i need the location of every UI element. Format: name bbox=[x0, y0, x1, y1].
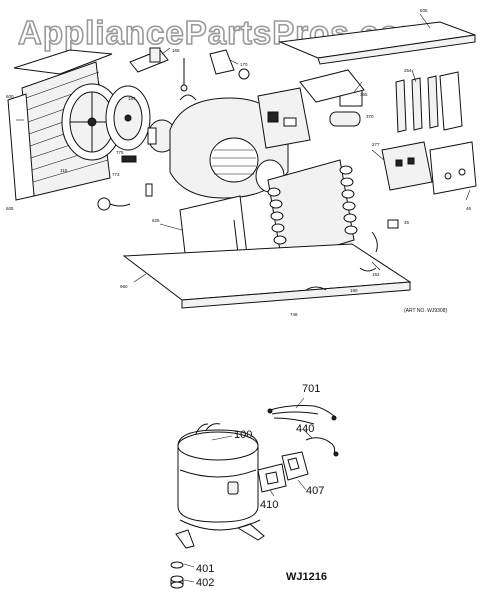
svg-text:152: 152 bbox=[372, 272, 380, 277]
compressor-foot-left bbox=[175, 529, 195, 549]
svg-text:46: 46 bbox=[466, 206, 472, 211]
clip-right bbox=[359, 267, 377, 272]
callout-401: 401 bbox=[196, 563, 214, 575]
compressor-seam bbox=[179, 469, 257, 478]
svg-text:165: 165 bbox=[172, 48, 180, 53]
svg-text:775: 775 bbox=[116, 150, 124, 155]
cabinet-top-edge bbox=[317, 34, 476, 65]
terminal-cover bbox=[257, 463, 287, 493]
leader-lines bbox=[16, 13, 471, 283]
front-top-panel bbox=[13, 49, 113, 75]
figure-id: WJ1216 bbox=[286, 571, 327, 583]
spring-clip bbox=[179, 94, 197, 101]
evaporator-coil bbox=[267, 159, 355, 263]
compressor-top bbox=[177, 431, 259, 461]
mount-spacer bbox=[170, 575, 184, 583]
svg-text:110: 110 bbox=[60, 168, 68, 173]
svg-text:605: 605 bbox=[6, 206, 14, 211]
callout-100: 100 bbox=[234, 429, 252, 441]
right-bracket-bars bbox=[395, 75, 439, 133]
switch-panel bbox=[381, 141, 433, 191]
svg-text:600: 600 bbox=[6, 94, 14, 99]
bracket-clip bbox=[149, 47, 161, 63]
fan-hub bbox=[87, 117, 97, 127]
control-cover bbox=[299, 69, 365, 103]
svg-text:377: 377 bbox=[372, 142, 380, 147]
motor-mount-bracket bbox=[129, 49, 169, 73]
svg-text:605: 605 bbox=[420, 8, 428, 13]
overload-lead bbox=[305, 437, 336, 455]
base-pan-rim bbox=[181, 281, 411, 309]
control-knob-2 bbox=[458, 168, 466, 176]
svg-text:190: 190 bbox=[350, 288, 358, 293]
svg-text:254: 254 bbox=[404, 68, 412, 73]
svg-text:773: 773 bbox=[112, 172, 120, 177]
svg-text:370: 370 bbox=[366, 114, 374, 119]
wire-harness bbox=[269, 405, 335, 417]
discharge-tube bbox=[205, 423, 221, 431]
right-side-panel bbox=[439, 71, 463, 131]
sensor-lead bbox=[109, 203, 131, 207]
upper-callout-labels: 605 165 170 600 605 110 187 775 773 365 … bbox=[6, 8, 472, 317]
small-fitting bbox=[387, 219, 399, 229]
svg-text:45: 45 bbox=[404, 220, 410, 225]
blower-wheel-vanes bbox=[212, 149, 256, 175]
thermostat-bulb bbox=[97, 197, 111, 211]
wire-lead bbox=[371, 231, 378, 253]
compressor-terminal bbox=[227, 481, 239, 495]
lower-compressor-view: 100 701 440 410 407 401 402 WJ1216 bbox=[170, 383, 339, 589]
svg-text:960: 960 bbox=[120, 284, 128, 289]
svg-text:625: 625 bbox=[152, 218, 160, 223]
knob bbox=[238, 68, 250, 80]
lower-leader-lines bbox=[183, 397, 313, 583]
svg-text:365: 365 bbox=[360, 92, 368, 97]
strap bbox=[305, 286, 327, 291]
callout-402: 402 bbox=[196, 577, 214, 589]
capacitor bbox=[329, 111, 361, 127]
left-side-panel bbox=[7, 93, 35, 201]
evaporator-tubes bbox=[267, 165, 358, 257]
compressor-foot-right bbox=[236, 523, 265, 541]
terminal-block bbox=[121, 155, 137, 163]
callout-440: 440 bbox=[296, 423, 314, 435]
art-number: (ART NO. WJ9308) bbox=[404, 308, 447, 314]
terminal-cover-2 bbox=[281, 451, 309, 481]
svg-text:170: 170 bbox=[240, 62, 248, 67]
compressor-base bbox=[179, 519, 261, 531]
svg-text:187: 187 bbox=[128, 96, 136, 101]
callout-410: 410 bbox=[260, 499, 278, 511]
callout-701: 701 bbox=[302, 383, 320, 395]
control-panel-bezel bbox=[429, 141, 477, 195]
damper-plate bbox=[209, 49, 235, 75]
control-knob bbox=[444, 172, 452, 180]
blower-wheel bbox=[209, 137, 259, 183]
grommet bbox=[170, 561, 184, 569]
control-switch bbox=[267, 111, 279, 123]
upper-exploded-view: 605 165 170 600 605 110 187 775 773 365 … bbox=[6, 8, 477, 317]
suction-tube bbox=[195, 423, 209, 435]
svg-text:748: 748 bbox=[290, 312, 298, 317]
callout-407: 407 bbox=[306, 485, 324, 497]
